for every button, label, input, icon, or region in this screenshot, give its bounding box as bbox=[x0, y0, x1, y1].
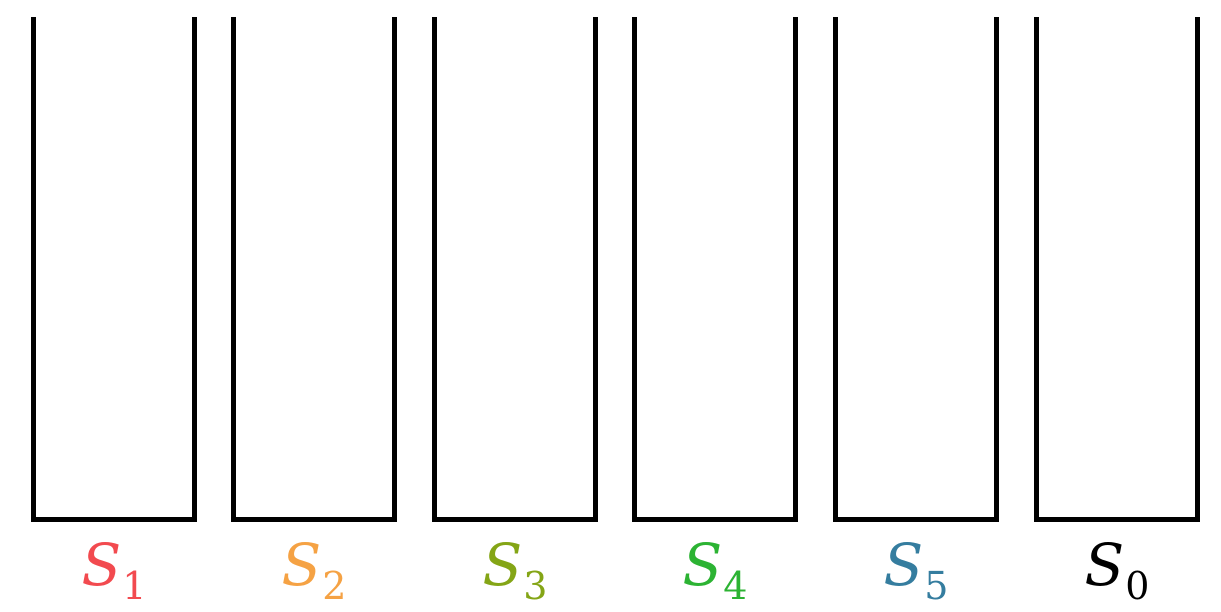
label-subscript: 5 bbox=[924, 564, 949, 608]
container-label-s2: S2 bbox=[231, 530, 397, 608]
label-letter: S bbox=[1084, 531, 1125, 599]
container-label-s0: S0 bbox=[1034, 530, 1200, 608]
label-letter: S bbox=[81, 531, 122, 599]
label-subscript: 4 bbox=[723, 564, 748, 608]
label-subscript: 1 bbox=[122, 564, 147, 608]
container-s2 bbox=[231, 17, 397, 522]
container-label-s1: S1 bbox=[31, 530, 197, 608]
container-s1 bbox=[31, 17, 197, 522]
container-s5 bbox=[833, 17, 999, 522]
label-letter: S bbox=[883, 531, 924, 599]
container-s3 bbox=[432, 17, 598, 522]
container-label-s3: S3 bbox=[432, 530, 598, 608]
container-label-s4: S4 bbox=[632, 530, 798, 608]
label-letter: S bbox=[482, 531, 523, 599]
label-letter: S bbox=[281, 531, 322, 599]
label-subscript: 3 bbox=[523, 564, 548, 608]
label-subscript: 2 bbox=[322, 564, 347, 608]
label-letter: S bbox=[682, 531, 723, 599]
container-s0 bbox=[1034, 17, 1200, 522]
container-s4 bbox=[632, 17, 798, 522]
container-label-s5: S5 bbox=[833, 530, 999, 608]
label-subscript: 0 bbox=[1125, 564, 1150, 608]
